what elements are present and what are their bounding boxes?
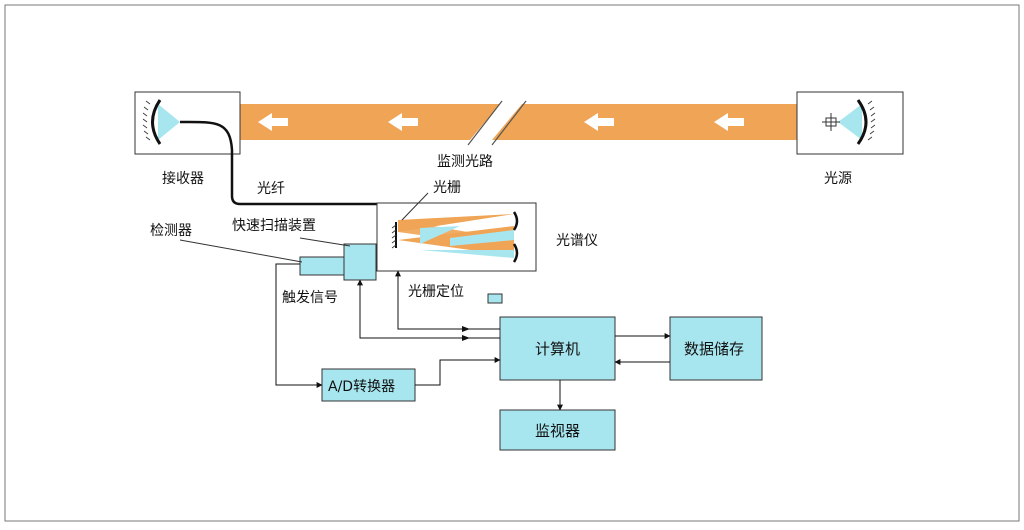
connections: [275, 263, 671, 411]
fast-scan-label: 快速扫描装置: [232, 218, 316, 234]
detector-label: 检测器: [150, 223, 192, 239]
fast-scanner: [343, 243, 377, 281]
spectrometer-label: 光谱仪: [556, 233, 598, 249]
computer-label: 计算机: [535, 340, 580, 358]
ad-converter-label: A/D转换器: [328, 378, 395, 395]
beam-arrow-3: [584, 113, 614, 131]
receiver-unit: [134, 91, 241, 155]
grating-position-label: 光栅定位: [408, 284, 464, 300]
storage-box: [669, 316, 763, 381]
fiber-label: 光纤: [257, 181, 285, 197]
small-component: [487, 293, 503, 304]
optical-fiber: [179, 120, 378, 206]
beam-arrow-1: [258, 113, 288, 131]
computer-box: [499, 316, 616, 381]
display-label: 监视器: [535, 422, 580, 440]
lamp-icon: [822, 113, 840, 131]
arrowheads-extra: [462, 326, 470, 341]
scanner-leader: [299, 237, 351, 247]
receiver-label: 接收器: [162, 170, 204, 187]
storage-label: 数据储存: [684, 340, 744, 358]
grating-icon: [391, 222, 397, 249]
monitor-path-label: 监测光路: [437, 154, 493, 170]
display-box: [499, 409, 616, 451]
light-source-unit: [796, 91, 904, 155]
beam-arrow-2: [388, 113, 418, 131]
grating-label: 光栅: [433, 180, 461, 196]
scanner-control-line: [357, 279, 500, 339]
trigger-label: 触发信号: [282, 290, 338, 306]
source-label: 光源: [824, 171, 852, 187]
ad-to-computer-line: [415, 357, 501, 386]
ad-converter-box: [321, 368, 416, 402]
detector-leader: [179, 239, 303, 263]
spectrometer: [376, 192, 537, 272]
detector-to-ad-line: [275, 263, 323, 388]
detector: [299, 256, 347, 276]
beam-arrow-4: [714, 113, 744, 131]
